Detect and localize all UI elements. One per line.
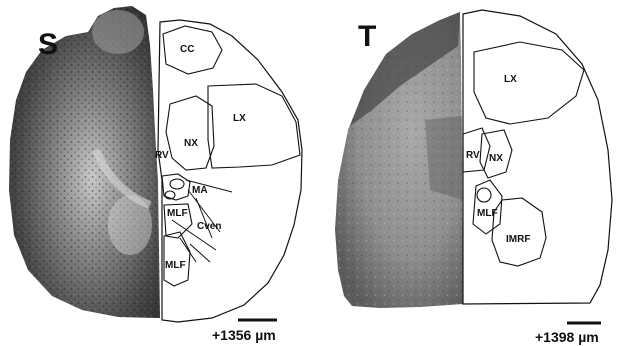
panel-s-label-nx: NX [184, 138, 198, 149]
panel-t-label-imrf: IMRF [506, 234, 530, 245]
panel-s: S CC LX NX RV MA MLF Cven MLF +1356 µm [9, 6, 302, 343]
panel-s-histology [9, 6, 160, 318]
panel-t-section-outline [463, 10, 612, 304]
panel-s-section-outline [158, 20, 302, 322]
panel-s-label-rv: RV [155, 150, 169, 161]
panel-s-label-ma: MA [192, 185, 208, 196]
panel-s-schematic [158, 20, 302, 322]
panel-s-label-cc: CC [180, 44, 194, 55]
panel-s-label-mlf-upper: MLF [167, 208, 188, 219]
panel-t: T LX RV NX MLF IMRF +1398 µm [335, 10, 612, 345]
panel-t-histology [335, 12, 463, 308]
panel-s-scale-label: +1356 µm [212, 327, 276, 343]
panel-t-label-nx: NX [489, 153, 503, 164]
panel-s-label-cven: Cven [197, 221, 221, 232]
panel-t-label-mlf: MLF [477, 208, 498, 219]
panel-t-letter: T [358, 20, 376, 53]
panel-t-schematic [463, 10, 612, 304]
panel-t-label-rv: RV [466, 150, 480, 161]
panel-s-label-mlf-lower: MLF [165, 260, 186, 271]
panel-t-scale-label: +1398 µm [535, 329, 599, 345]
panel-t-label-lx: LX [504, 74, 517, 85]
panel-s-letter: S [38, 28, 58, 61]
panel-s-label-lx: LX [233, 113, 246, 124]
